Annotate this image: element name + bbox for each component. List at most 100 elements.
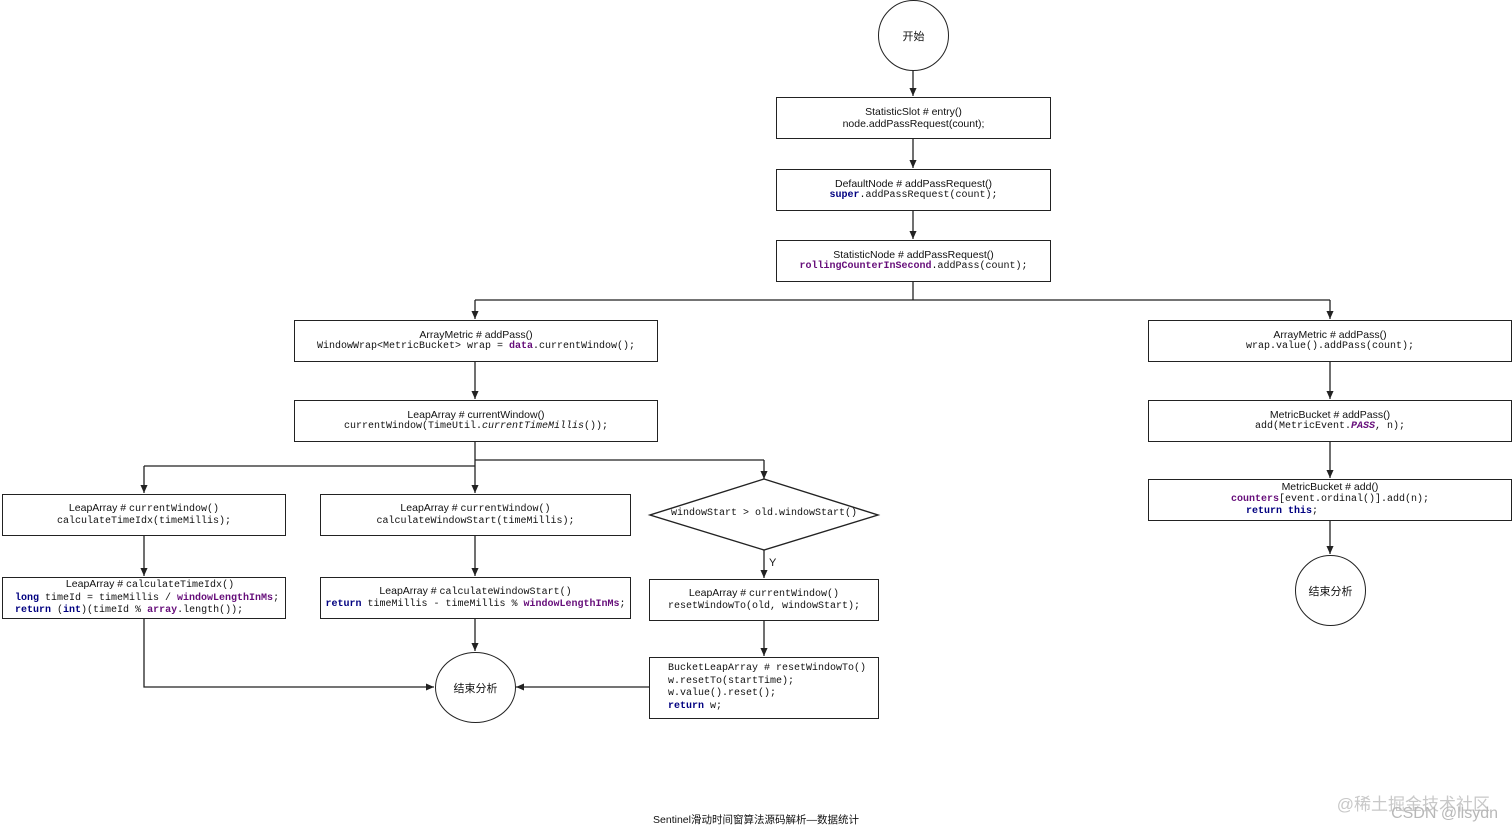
node-code: return timeMillis - timeMillis % windowL… [325, 599, 625, 612]
node-code-line: return w; [668, 701, 722, 714]
node-arraymetric-addpass-right: ArrayMetric # addPass() wrap.value().add… [1148, 320, 1512, 362]
node-code: calculateTimeIdx(timeMillis); [56, 516, 232, 527]
node-title: LeapArray # currentWindow() [689, 587, 839, 602]
node-bucketleaparray-resetwindowto: BucketLeapArray # resetWindowTo() w.rese… [649, 657, 879, 719]
code-keyword: int [63, 605, 82, 617]
yes-label: Y [769, 557, 777, 569]
title-text: LeapArray # [65, 578, 127, 591]
code-text: WindowWrap<MetricBucket> wrap = [316, 341, 509, 352]
code-text: currentWindow(TimeUtil. [343, 421, 482, 432]
node-arraymetric-addpass-left: ArrayMetric # addPass() WindowWrap<Metri… [294, 320, 658, 362]
node-defaultnode-addpassrequest: DefaultNode # addPassRequest() super.add… [776, 169, 1051, 211]
code-text: timeId = timeMillis / [39, 592, 178, 604]
code-field: rollingCounterInSecond [799, 261, 932, 272]
title-method: calculateTimeIdx() [126, 580, 235, 592]
node-code: resetWindowTo(old, windowStart); [667, 601, 861, 612]
node-title: ArrayMetric # addPass() [419, 328, 533, 341]
code-text: .currentWindow(); [533, 341, 636, 352]
node-title: StatisticSlot # entry() [865, 105, 962, 118]
code-text: w; [704, 700, 723, 712]
title-text: LeapArray # [688, 586, 750, 599]
start-node: 开始 [878, 0, 949, 71]
title-method: currentWindow() [749, 588, 840, 600]
code-field: array [147, 605, 178, 617]
code-text: , n); [1375, 421, 1406, 432]
code-text: add(MetricEvent. [1254, 421, 1351, 432]
node-calculatetimeidx-call: LeapArray # currentWindow() calculateTim… [2, 494, 286, 536]
code-text: .addPass(count); [931, 261, 1028, 272]
code-field: counters [1230, 493, 1279, 505]
node-code-line: counters[event.ordinal()].add(n); [1231, 494, 1429, 507]
start-label: 开始 [902, 30, 925, 43]
node-metricbucket-addpass: MetricBucket # addPass() add(MetricEvent… [1148, 400, 1512, 442]
code-field: windowLengthInMs [177, 592, 274, 604]
end-node-left: 结束分析 [435, 652, 516, 723]
code-text: ( [51, 605, 64, 617]
code-text: ; [273, 592, 280, 604]
node-code: wrap.value().addPass(count); [1245, 341, 1415, 352]
node-title: MetricBucket # add() [1281, 481, 1379, 494]
node-statisticnode-addpassrequest: StatisticNode # addPassRequest() rolling… [776, 240, 1051, 282]
node-title: LeapArray # currentWindow() [407, 408, 545, 421]
condition-label: windowStart > old.windowStart() [670, 508, 858, 519]
title-method: currentWindow() [460, 503, 551, 515]
code-keyword: return [15, 605, 52, 617]
node-title: LeapArray # calculateWindowStart() [379, 585, 571, 600]
node-resetwindowto-call: LeapArray # currentWindow() resetWindowT… [649, 579, 879, 621]
node-title: LeapArray # calculateTimeIdx() [66, 578, 234, 593]
node-calculatewindowstart-impl: LeapArray # calculateWindowStart() retur… [320, 577, 631, 619]
code-text: ; [1312, 506, 1319, 518]
watermark-juejin: @稀土掘金技术社区 [1336, 795, 1490, 814]
node-code: currentWindow(TimeUtil.currentTimeMillis… [344, 421, 608, 434]
node-calculatetimeidx-impl: LeapArray # calculateTimeIdx() long time… [2, 577, 286, 619]
title-method: calculateWindowStart() [439, 586, 572, 598]
node-code: super.addPassRequest(count); [829, 190, 997, 203]
code-keyword: return this [1245, 506, 1312, 518]
code-keyword: return [668, 700, 705, 712]
node-title: ArrayMetric # addPass() [1273, 328, 1387, 341]
code-field: data [508, 341, 533, 352]
node-code-line: w.resetTo(startTime); [668, 675, 795, 687]
node-code: WindowWrap<MetricBucket> wrap = data.cur… [317, 341, 635, 354]
code-text: ()); [584, 421, 609, 432]
edge-b2-end [143, 618, 434, 691]
code-field: windowLengthInMs [523, 599, 620, 610]
node-code-line: long timeId = timeMillis / windowLengthI… [15, 593, 279, 606]
condition-diamond [647, 478, 881, 551]
node-metricbucket-add: MetricBucket # add() counters[event.ordi… [1148, 479, 1512, 521]
title-text: LeapArray # [400, 501, 461, 514]
node-code: add(MetricEvent.PASS, n); [1255, 421, 1405, 434]
node-code: rollingCounterInSecond.addPass(count); [799, 261, 1027, 274]
node-code: node.addPassRequest(count); [842, 118, 985, 130]
code-keyword: super [829, 190, 860, 201]
code-text: .length()); [177, 605, 244, 617]
code-keyword: return [325, 599, 362, 610]
node-code-line: w.value().reset(); [668, 688, 777, 699]
node-title: DefaultNode # addPassRequest() [834, 177, 992, 190]
node-title: LeapArray # currentWindow() [69, 502, 219, 517]
title-text: LeapArray # [379, 584, 440, 597]
node-leaparray-currentwindow: LeapArray # currentWindow() currentWindo… [294, 400, 658, 442]
watermark-csdn: CSDN @llsydn [1391, 805, 1498, 822]
node-title: LeapArray # currentWindow() [400, 502, 550, 517]
node-calculatewindowstart-call: LeapArray # currentWindow() calculateWin… [320, 494, 631, 536]
node-code: calculateWindowStart(timeMillis); [376, 516, 575, 527]
node-title: MetricBucket # addPass() [1269, 408, 1391, 421]
code-field: PASS [1350, 421, 1375, 432]
diagram-caption: Sentinel滑动时间窗算法源码解析—数据统计 [653, 814, 859, 826]
code-text: [event.ordinal()].add(n); [1278, 493, 1430, 505]
node-title: StatisticNode # addPassRequest() [833, 248, 994, 261]
code-keyword: long [15, 592, 40, 604]
code-text: ; [619, 599, 626, 610]
node-code-line: BucketLeapArray # resetWindowTo() [668, 663, 867, 674]
title-text: LeapArray # [68, 501, 130, 514]
code-text: timeMillis - timeMillis % [361, 599, 524, 610]
node-code-line: return this; [1246, 506, 1318, 519]
node-code-line: return (int)(timeId % array.length()); [15, 605, 243, 618]
end-label: 结束分析 [1308, 585, 1353, 598]
end-node-right: 结束分析 [1295, 555, 1366, 626]
code-italic: currentTimeMillis [481, 421, 585, 432]
node-statisticslot-entry: StatisticSlot # entry() node.addPassRequ… [776, 97, 1051, 139]
title-method: currentWindow() [129, 503, 220, 515]
